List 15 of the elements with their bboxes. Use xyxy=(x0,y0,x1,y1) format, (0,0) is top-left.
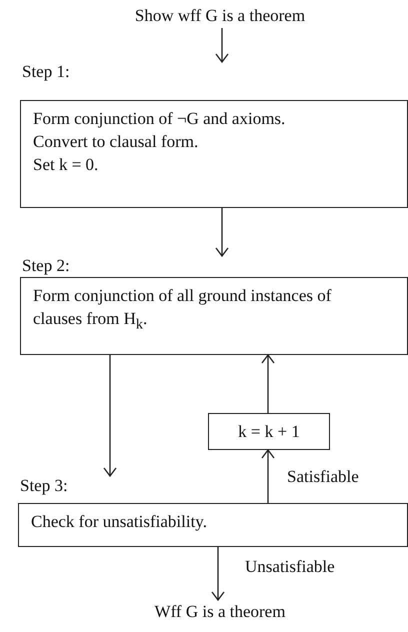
start-text: Show wff G is a theorem xyxy=(100,4,340,28)
arrow xyxy=(261,449,275,503)
arrow xyxy=(215,28,229,63)
arrow xyxy=(261,354,275,413)
arrow xyxy=(215,208,229,257)
process-box: Form conjunction of ¬G and axioms. Convert to clausal form. Set k = 0. xyxy=(20,100,408,208)
process-box: Form conjunction of all ground instances of clauses from H$_{k}$. xyxy=(20,277,408,355)
process-box: k = k + 1 xyxy=(208,413,330,450)
arrow xyxy=(103,355,117,477)
step-label: Step 2: xyxy=(22,256,70,276)
process-box: Check for unsatisfiability. xyxy=(18,503,408,547)
arrow xyxy=(211,547,225,601)
result-text: Wff G is a theorem xyxy=(120,600,320,626)
step-label: Step 3: xyxy=(20,476,68,496)
step-label: Step 1: xyxy=(22,62,70,82)
